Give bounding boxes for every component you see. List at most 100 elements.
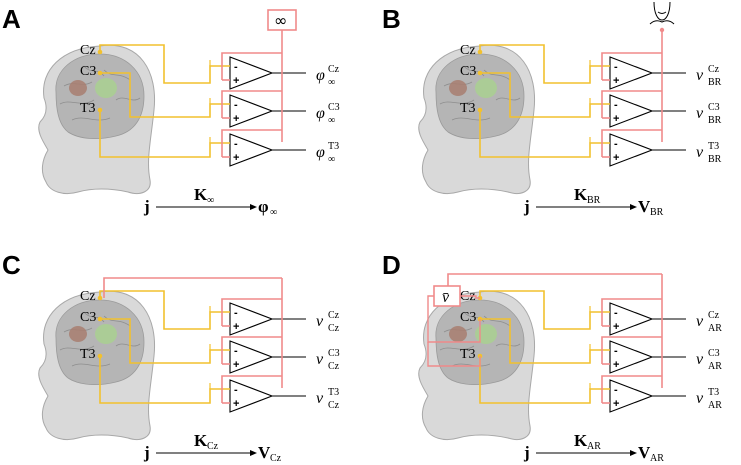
- wire-t3: [99, 356, 230, 404]
- panel-letter: D: [382, 250, 401, 280]
- output-superscript: Cz: [708, 64, 720, 75]
- brain-fold: [71, 363, 111, 367]
- source-region-red: [69, 326, 87, 342]
- body-electrode-dot: [659, 27, 665, 33]
- ref-branch: [221, 129, 282, 157]
- equation-rhs: φ: [258, 197, 269, 216]
- reference-wires: [427, 273, 663, 404]
- op-amp-plus-sign: +: [613, 321, 619, 333]
- op-amp-triangle: [609, 94, 654, 128]
- brain-fold: [59, 345, 95, 351]
- op-amp-plus-sign: +: [233, 113, 239, 125]
- output-subscript: Cz: [328, 323, 340, 334]
- equation-arrowhead: [250, 204, 257, 210]
- infinity-box: [267, 9, 297, 31]
- infinity-symbol: ∞: [274, 11, 287, 30]
- op-amp-minus-sign: -: [234, 307, 238, 319]
- op-amp-plus-sign: +: [233, 75, 239, 87]
- electrode-label-c3: C3: [460, 310, 476, 325]
- brain-fold: [439, 99, 475, 105]
- equation-lhs: j: [143, 443, 150, 462]
- op-amp-triangle: [609, 340, 654, 374]
- wire-c3: [480, 72, 610, 118]
- output-superscript: C3: [708, 348, 720, 359]
- head-illustration: [38, 44, 156, 195]
- ref-avg-loop-cz: [460, 295, 480, 299]
- output-subscript: BR: [708, 115, 722, 126]
- electrode-wires: [479, 290, 610, 404]
- electrode-label-c3: C3: [460, 64, 476, 79]
- reference-wires: [103, 277, 283, 404]
- output-superscript: T3: [328, 387, 339, 398]
- wire-t3: [99, 110, 230, 158]
- panel-letter: C: [2, 250, 21, 280]
- electrode-wires: [99, 290, 230, 404]
- output-symbol: φ: [316, 144, 325, 161]
- ref-branch: [601, 336, 662, 364]
- equation-operator: K: [194, 185, 208, 204]
- wire-c3: [100, 318, 230, 364]
- output-symbol: v: [316, 313, 324, 330]
- op-amp-plus-sign: +: [233, 359, 239, 371]
- equation-operator: K: [574, 185, 588, 204]
- ref-branch: [221, 375, 282, 403]
- equation-operator-sub: AR: [587, 441, 601, 452]
- op-amp-plus-sign: +: [233, 398, 239, 410]
- op-amp-minus-sign: -: [614, 345, 618, 357]
- electrode-label-cz: Cz: [80, 289, 96, 304]
- op-amp-triangle: [609, 56, 654, 90]
- brain-fold: [439, 345, 475, 351]
- output-superscript: T3: [708, 387, 719, 398]
- equation-rhs-sub: Cz: [270, 453, 282, 464]
- output-superscript: C3: [328, 348, 340, 359]
- electrode-wires: [99, 44, 230, 158]
- ref-branch: [221, 52, 282, 80]
- op-amp-plus-sign: +: [613, 398, 619, 410]
- brain-fold: [483, 315, 511, 327]
- brain-fold: [483, 69, 511, 81]
- output-subscript: BR: [708, 154, 722, 165]
- reference-wires: [221, 30, 283, 158]
- op-amp-minus-sign: -: [614, 384, 618, 396]
- output-subscript: AR: [708, 323, 722, 334]
- average-box: [433, 285, 461, 307]
- equation-arrowhead: [250, 450, 257, 456]
- output-subscript: ∞: [328, 77, 335, 88]
- brain-fold: [451, 363, 491, 367]
- op-amp-triangle: [609, 133, 654, 167]
- ref-branch: [601, 52, 662, 80]
- source-region-red: [449, 326, 467, 342]
- ref-branch: [601, 298, 662, 326]
- brain-fold: [103, 315, 131, 327]
- op-amp-triangle: [609, 302, 654, 336]
- output-subscript: AR: [708, 361, 722, 372]
- output-superscript: T3: [708, 141, 719, 152]
- equation-arrowhead: [630, 450, 637, 456]
- op-amp-plus-sign: +: [233, 321, 239, 333]
- output-symbol: v: [696, 351, 704, 368]
- ref-branch: [601, 90, 662, 118]
- output-superscript: C3: [708, 102, 720, 113]
- ref-to-cz: [103, 277, 282, 298]
- equation-rhs: V: [638, 443, 651, 462]
- op-amp-minus-sign: -: [234, 345, 238, 357]
- forward-model-equation: jK∞φ∞: [143, 185, 277, 218]
- ref-branch: [221, 298, 282, 326]
- equation-arrowhead: [630, 204, 637, 210]
- brain-fold: [115, 343, 141, 347]
- op-amp-triangle: [229, 94, 274, 128]
- face-outline: [653, 1, 671, 21]
- source-region-green: [475, 324, 497, 344]
- brain-fold: [495, 343, 521, 347]
- equation-operator: K: [574, 431, 588, 450]
- infinity-reference: ∞: [267, 9, 297, 31]
- brain-fold: [103, 69, 131, 81]
